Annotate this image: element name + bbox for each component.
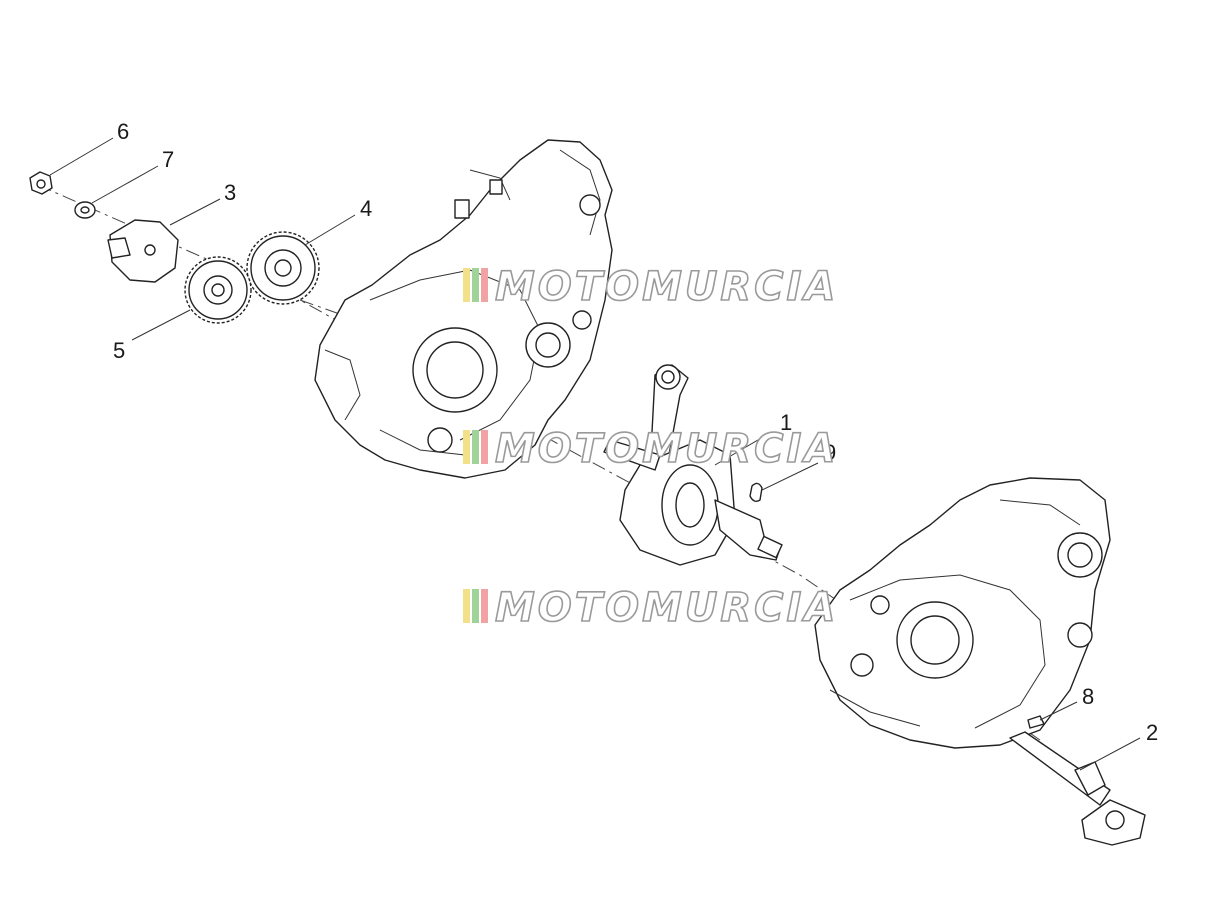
gear-large: [246, 231, 320, 305]
hex-nut: [29, 171, 53, 195]
washer: [74, 201, 96, 219]
leader-5: [131, 309, 191, 341]
callout-4: 4: [360, 196, 372, 221]
watermark-stripe-green: [472, 589, 479, 623]
callout-6: 6: [117, 119, 129, 144]
leader-4: [304, 214, 356, 246]
watermark-text: MOTOMURCIA: [495, 426, 838, 472]
callout-5: 5: [113, 338, 125, 363]
watermark-text: MOTOMURCIA: [495, 585, 838, 631]
woodruff-key: [749, 482, 763, 503]
small-key: [1027, 715, 1045, 729]
balancer-shaft: [1009, 731, 1146, 846]
callout-2: 2: [1146, 720, 1158, 745]
leader-6: [49, 137, 114, 176]
flange-cover: [107, 219, 179, 283]
watermark-text: MOTOMURCIA: [495, 264, 838, 310]
leader-7: [91, 165, 159, 204]
right-crankcase-half: [814, 477, 1111, 749]
watermark-bottom: MOTOMURCIA: [463, 584, 838, 632]
watermark-stripe-green: [472, 268, 479, 302]
leader-2: [1079, 737, 1141, 771]
watermark-stripe-green: [472, 430, 479, 464]
watermark-stripe-yellow: [463, 268, 470, 302]
watermark-middle: MOTOMURCIA: [463, 425, 838, 473]
callout-9: 9: [824, 440, 836, 465]
watermark-stripe-red: [481, 268, 488, 302]
leader-3: [169, 198, 221, 226]
callout-8: 8: [1082, 684, 1094, 709]
callout-7: 7: [162, 147, 174, 172]
watermark-stripe-red: [481, 430, 488, 464]
callout-1: 1: [780, 410, 792, 435]
leader-8: [1039, 701, 1078, 721]
watermark-stripe-red: [481, 589, 488, 623]
leader-1: [714, 432, 771, 466]
watermark-top: MOTOMURCIA: [463, 263, 838, 311]
callout-3: 3: [224, 180, 236, 205]
crankshaft-assembly: [603, 364, 783, 566]
watermark-stripe-yellow: [463, 589, 470, 623]
leader-9: [761, 462, 819, 491]
watermark-stripe-yellow: [463, 430, 470, 464]
gear-small: [184, 256, 252, 324]
left-crankcase-half: [314, 139, 613, 479]
